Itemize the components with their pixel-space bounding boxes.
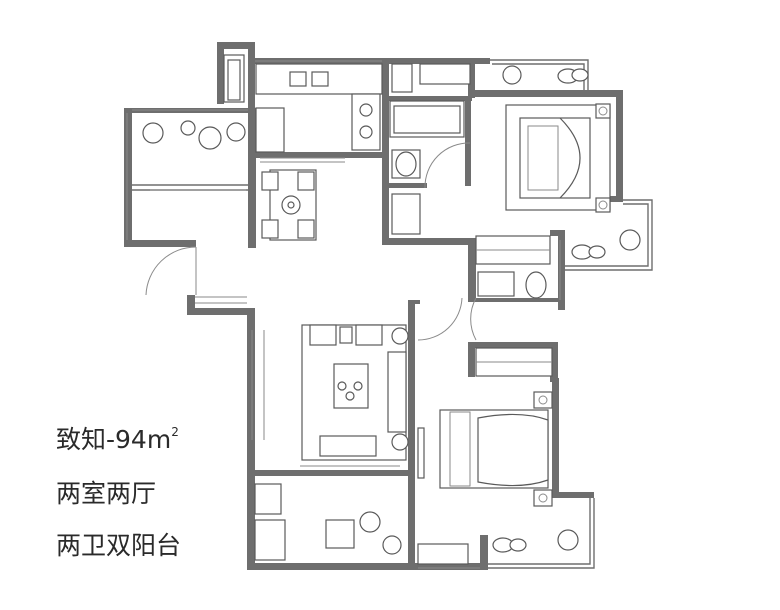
living-room [300, 324, 409, 467]
kitchen [223, 54, 383, 163]
dining-table [261, 169, 317, 241]
entry-door [145, 246, 197, 296]
bathroom-top [389, 63, 471, 235]
area-label: 致知-94m2 [56, 425, 179, 454]
area-label-sup: 2 [171, 425, 179, 439]
area-label-name: 致知-94 [56, 425, 147, 454]
master-bedroom [475, 65, 641, 265]
utility-balcony [254, 483, 402, 561]
balcony-left-furniture [142, 120, 246, 191]
second-bedroom [417, 391, 579, 565]
windows [126, 60, 561, 569]
bathroom-middle [417, 271, 553, 377]
area-label-unit: m [147, 425, 171, 454]
bath-balcony-label: 两卫双阳台 [56, 531, 181, 560]
room-count-label: 两室两厅 [56, 479, 156, 508]
